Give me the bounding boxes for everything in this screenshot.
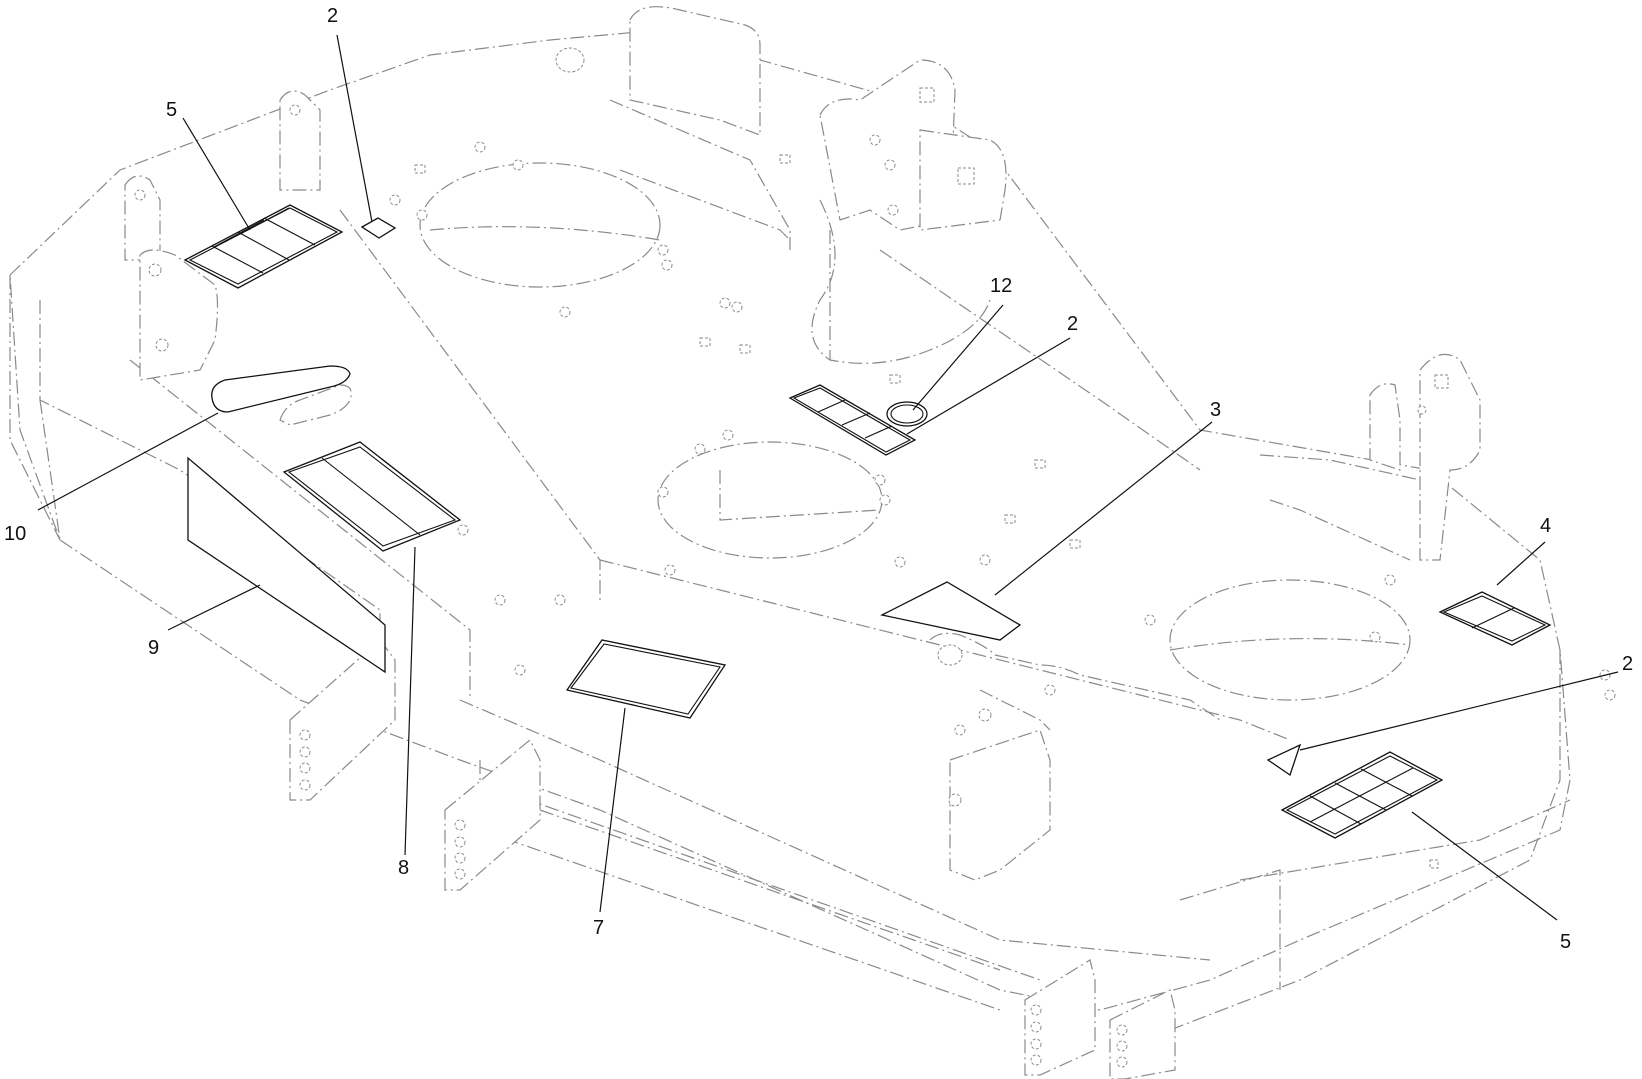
callout-7: 7 — [593, 917, 604, 939]
decal-5-left[interactable] — [183, 204, 344, 289]
leader-3 — [994, 421, 1213, 596]
decal-9[interactable] — [187, 456, 386, 674]
callout-2-center: 2 — [1067, 313, 1078, 335]
callout-10: 10 — [4, 523, 26, 545]
leader-2-top — [336, 34, 373, 223]
leader-lines — [37, 34, 1619, 921]
leader-4 — [1496, 541, 1546, 586]
callout-5-right: 5 — [1560, 931, 1571, 953]
decal-2-top[interactable] — [360, 217, 397, 239]
callout-5-left: 5 — [166, 99, 177, 121]
leader-7 — [599, 707, 626, 913]
callout-2-right: 2 — [1622, 653, 1633, 675]
decal-8[interactable] — [282, 441, 462, 552]
leader-2-center — [906, 337, 1071, 435]
decal-2-center[interactable] — [788, 384, 917, 456]
decal-5-right[interactable] — [1280, 751, 1444, 839]
leader-5-left — [182, 117, 251, 231]
decal-7[interactable] — [565, 639, 727, 719]
callout-2-top: 2 — [327, 5, 338, 27]
callout-9: 9 — [148, 637, 159, 659]
callout-12: 12 — [990, 275, 1012, 297]
decal-3[interactable] — [880, 581, 1022, 641]
leader-2-right — [1299, 671, 1619, 751]
deck-phantom-outline — [9, 29, 1571, 1031]
deck-holes — [279, 47, 1616, 869]
leader-5-right — [1411, 811, 1558, 921]
decal-4[interactable] — [1438, 591, 1552, 646]
leader-9 — [167, 584, 261, 631]
callout-3: 3 — [1210, 399, 1221, 421]
callout-8: 8 — [398, 857, 409, 879]
decal-10[interactable] — [211, 365, 351, 413]
decal-12[interactable] — [886, 401, 928, 427]
callout-4: 4 — [1540, 515, 1551, 537]
leader-12 — [912, 304, 1004, 411]
callouts: 2 5 12 2 3 10 4 9 8 2 7 5 — [4, 5, 1633, 953]
leader-10 — [37, 412, 219, 511]
deck-brackets — [124, 6, 1481, 1079]
leader-8 — [404, 546, 416, 856]
decal-2-right[interactable] — [1266, 743, 1302, 777]
